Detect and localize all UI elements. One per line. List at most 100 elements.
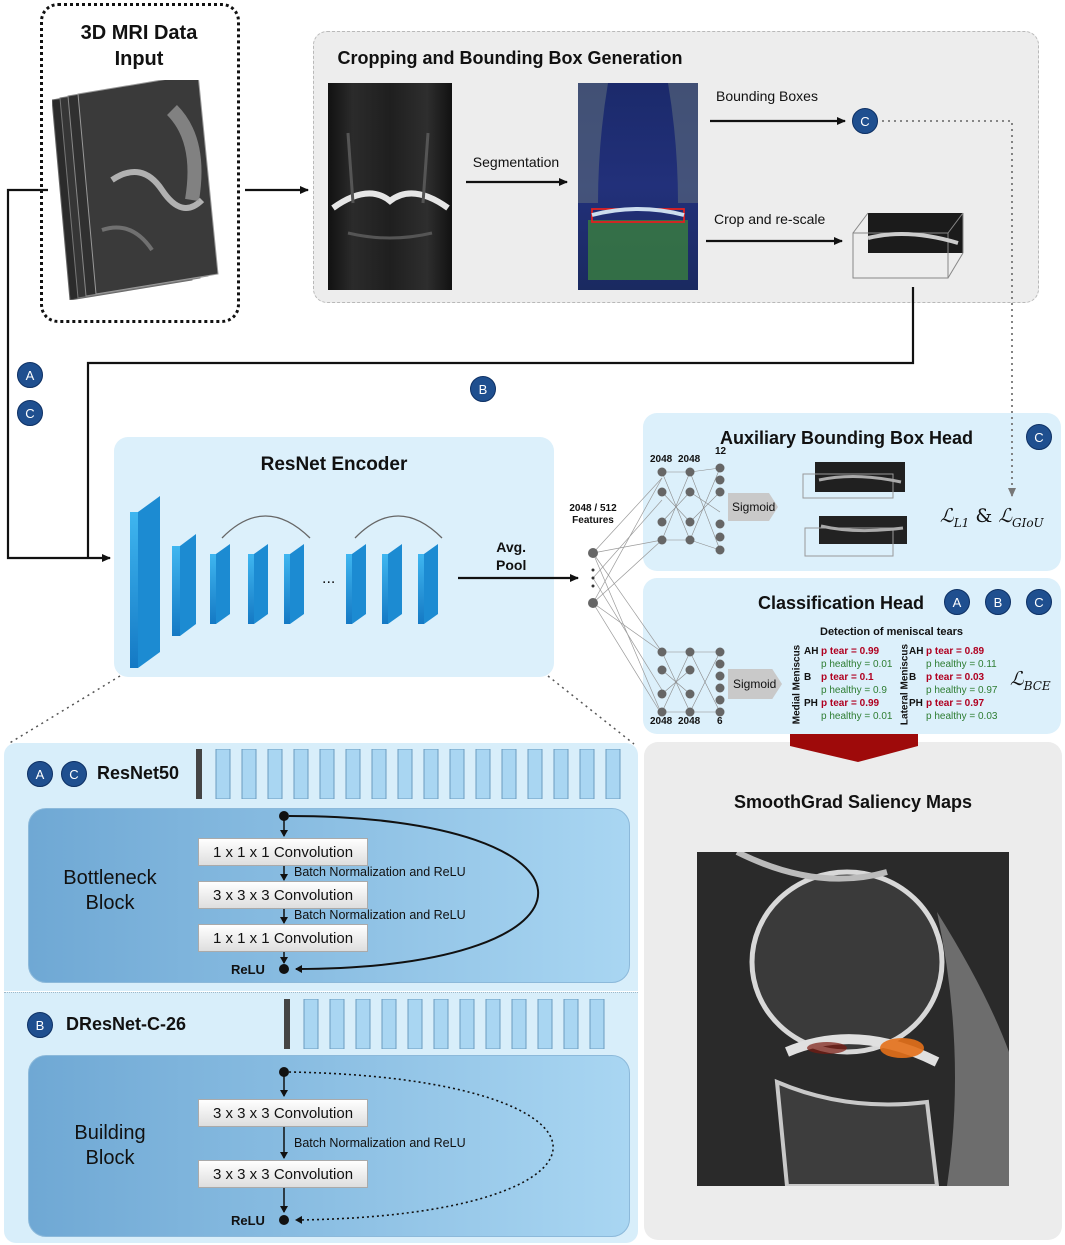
badge-b-cls: B — [985, 589, 1011, 615]
encoder-ellipsis: ... — [322, 570, 336, 587]
medial-region-ah: AH — [804, 646, 819, 657]
aux-n2: 2048 — [678, 454, 701, 465]
medial-ph-healthy: p healthy = 0.01 — [821, 711, 893, 722]
badge-c-path: C — [17, 400, 43, 426]
cls-sigmoid-label: Sigmoid — [733, 677, 777, 691]
lateral-region-ph: PH — [909, 698, 923, 709]
aux-loss-l1-symbol: ℒ — [940, 505, 954, 527]
aux-mlp-nodes — [657, 463, 725, 555]
dresnet-conv1: 3 x 3 x 3 Convolution — [198, 1099, 368, 1127]
building-line2: Block — [85, 1147, 135, 1169]
cls-head-title: Classification Head — [758, 593, 925, 613]
mri-title-line2: Input — [114, 48, 164, 70]
aux-loss-amp: & — [975, 505, 993, 527]
resnet50-layer-strip — [196, 748, 626, 800]
medial-b-tear: p tear = 0.1 — [821, 672, 874, 683]
resnet50-bn1: Batch Normalization and ReLU — [294, 865, 466, 879]
crop-rescale-label: Crop and re-scale — [714, 211, 826, 227]
lateral-ph-tear: p tear = 0.97 — [926, 698, 985, 709]
lateral-region-ah: AH — [909, 646, 924, 657]
cropping-title: Cropping and Bounding Box Generation — [337, 48, 683, 68]
mri-input-frame — [40, 3, 240, 323]
cls-n3: 6 — [717, 716, 723, 727]
medial-ah-healthy: p healthy = 0.01 — [821, 659, 893, 670]
resnet50-bn2: Batch Normalization and ReLU — [294, 908, 466, 922]
aux-loss-giou-symbol: ℒ — [998, 505, 1012, 527]
bottleneck-line2: Block — [85, 892, 135, 914]
encoder-layers-image — [130, 496, 438, 668]
features-line2: Features — [572, 515, 614, 526]
cls-sigmoid-box — [728, 669, 782, 699]
badge-a-resnet50: A — [27, 761, 53, 787]
aux-n3: 12 — [715, 446, 727, 457]
avg-pool-line2: Pool — [496, 557, 527, 573]
aux-head-title: Auxiliary Bounding Box Head — [720, 428, 974, 448]
mri-volume-image — [52, 80, 219, 300]
dresnet-layer-strip — [284, 998, 624, 1050]
resnet50-conv2: 3 x 3 x 3 Convolution — [198, 881, 368, 909]
aux-sigmoid-box — [728, 493, 778, 521]
dresnet-relu: ReLU — [231, 1213, 265, 1228]
lateral-ph-healthy: p healthy = 0.03 — [926, 711, 998, 722]
badge-c-cls: C — [1026, 589, 1052, 615]
aux-n1: 2048 — [650, 454, 673, 465]
feature-nodes — [588, 548, 598, 608]
badge-b-dresnet: B — [27, 1012, 53, 1038]
lateral-ah-tear: p tear = 0.89 — [926, 646, 985, 657]
medial-ah-tear: p tear = 0.99 — [821, 646, 880, 657]
cropped-volume-image — [848, 208, 976, 284]
badge-c-bounding: C — [852, 108, 878, 134]
resnet50-title: ResNet50 — [97, 763, 180, 783]
badge-b-path: B — [470, 376, 496, 402]
aux-sigmoid-label: Sigmoid — [732, 500, 776, 514]
aux-box-images — [795, 458, 915, 560]
medial-region-ph: PH — [804, 698, 818, 709]
lateral-b-healthy: p healthy = 0.97 — [926, 685, 998, 696]
bottleneck-line1: Bottleneck — [63, 867, 157, 889]
building-block-label: Building Block — [52, 1121, 168, 1171]
cls-n2: 2048 — [678, 716, 701, 727]
mri-input-title: 3D MRI Data Input — [44, 20, 234, 72]
features-line1: 2048 / 512 — [569, 503, 617, 514]
aux-loss-label: ℒL1 & ℒGIoU — [940, 505, 1044, 530]
badge-a-cls: A — [944, 589, 970, 615]
medial-region-b: B — [804, 672, 812, 683]
mri-coronal-slice-image — [328, 83, 452, 290]
bottleneck-block-label: Bottleneck Block — [52, 866, 168, 916]
encoder-title: ResNet Encoder — [260, 454, 408, 475]
bce-loss-sub: BCE — [1023, 678, 1051, 693]
badge-c-aux: C — [1026, 424, 1052, 450]
aux-loss-giou-sub: GIoU — [1012, 515, 1044, 530]
medial-ph-tear: p tear = 0.99 — [821, 698, 880, 709]
bottleneck-arrows — [279, 811, 539, 974]
aux-loss-l1-sub: L1 — [953, 515, 970, 530]
building-block — [28, 1055, 630, 1237]
lateral-b-tear: p tear = 0.03 — [926, 672, 985, 683]
mri-title-line1: 3D MRI Data — [80, 22, 198, 44]
badge-a-path: A — [17, 362, 43, 388]
segmentation-label: Segmentation — [472, 154, 560, 170]
dresnet-bn1: Batch Normalization and ReLU — [294, 1136, 466, 1150]
saliency-map-image — [697, 852, 1009, 1186]
bce-loss-label: ℒBCE — [1010, 668, 1051, 693]
dresnet-title: DResNet-C-26 — [66, 1014, 187, 1034]
bounding-boxes-label: Bounding Boxes — [716, 88, 818, 104]
avg-pool-label: Avg. Pool — [496, 538, 526, 574]
badge-c-resnet50: C — [61, 761, 87, 787]
features-label: 2048 / 512 Features — [558, 503, 628, 527]
dresnet-conv2: 3 x 3 x 3 Convolution — [198, 1160, 368, 1188]
segmented-slice-image — [578, 83, 698, 290]
resnet50-conv3: 1 x 1 x 1 Convolution — [198, 924, 368, 952]
building-arrows — [279, 1067, 554, 1225]
resnet50-relu: ReLU — [231, 962, 265, 977]
medial-b-healthy: p healthy = 0.9 — [821, 685, 887, 696]
medial-meniscus-label: Medial Meniscus — [791, 644, 803, 725]
avg-pool-line1: Avg. — [496, 539, 527, 555]
resnet50-conv1: 1 x 1 x 1 Convolution — [198, 838, 368, 866]
detection-title: Detection of meniscal tears — [820, 626, 964, 638]
saliency-title: SmoothGrad Saliency Maps — [733, 792, 973, 812]
lateral-region-b: B — [909, 672, 917, 683]
